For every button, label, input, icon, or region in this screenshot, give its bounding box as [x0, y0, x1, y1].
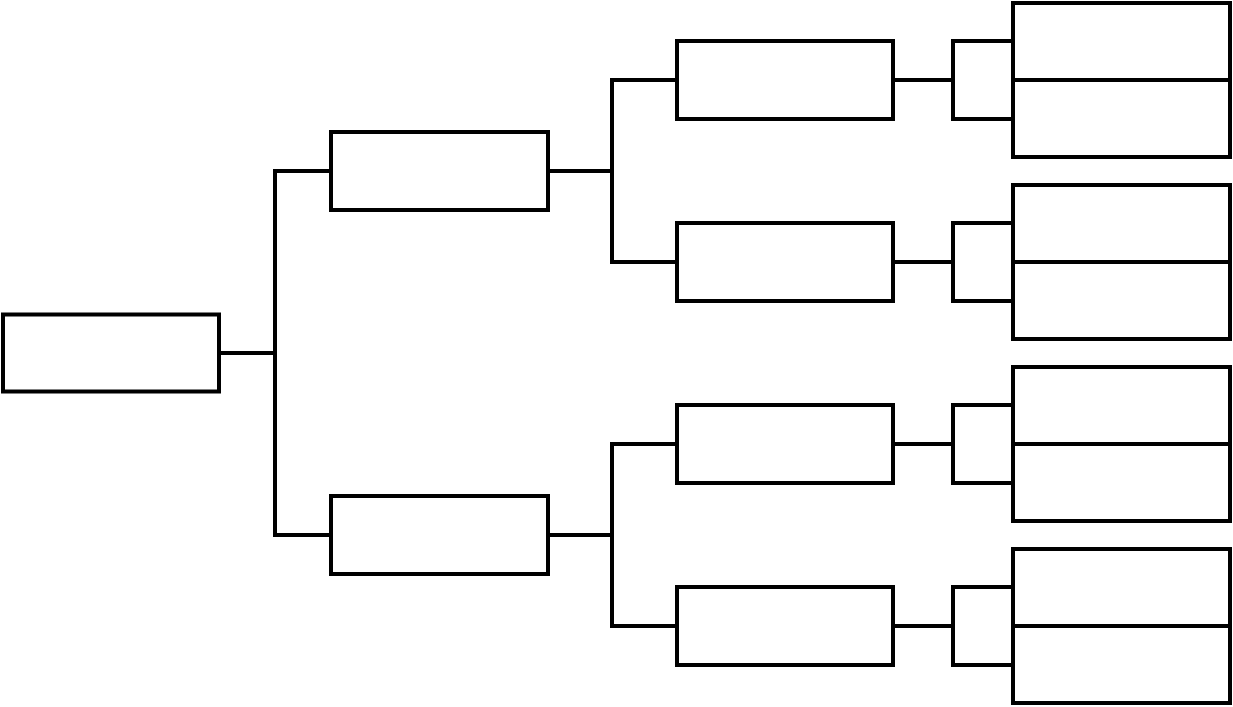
leaf-node-6: [1011, 442, 1232, 523]
leaf-node-6-box: [1011, 442, 1232, 523]
leaf-node-3: [1011, 183, 1232, 264]
level1-node-1: [329, 130, 550, 212]
leaf-node-4-box: [1011, 260, 1232, 341]
level2-node-3-box: [675, 403, 895, 485]
level2-node-1-box: [675, 39, 895, 121]
leaf-node-7-box: [1011, 547, 1232, 628]
leaf-node-7: [1011, 547, 1232, 628]
leaf-node-1: [1011, 1, 1232, 82]
leaf-node-4: [1011, 260, 1232, 341]
level1-node-2-box: [329, 494, 550, 576]
leaf-node-1-box: [1011, 1, 1232, 82]
leaf-node-8: [1011, 624, 1232, 705]
level2-node-4: [675, 585, 895, 667]
level1-node-1-box: [329, 130, 550, 212]
level1-node-2: [329, 494, 550, 576]
leaf-node-5: [1011, 365, 1232, 446]
root-node: [1, 312, 221, 394]
level2-node-2: [675, 221, 895, 303]
leaf-node-2-box: [1011, 78, 1232, 159]
leaf-node-5-box: [1011, 365, 1232, 446]
leaf-node-3-box: [1011, 183, 1232, 264]
level2-node-1: [675, 39, 895, 121]
level2-node-3: [675, 403, 895, 485]
level2-node-2-box: [675, 221, 895, 303]
connector-lines: [217, 39, 1015, 667]
level2-node-4-box: [675, 585, 895, 667]
leaf-node-8-box: [1011, 624, 1232, 705]
leaf-node-2: [1011, 78, 1232, 159]
root-node-box: [1, 312, 221, 394]
